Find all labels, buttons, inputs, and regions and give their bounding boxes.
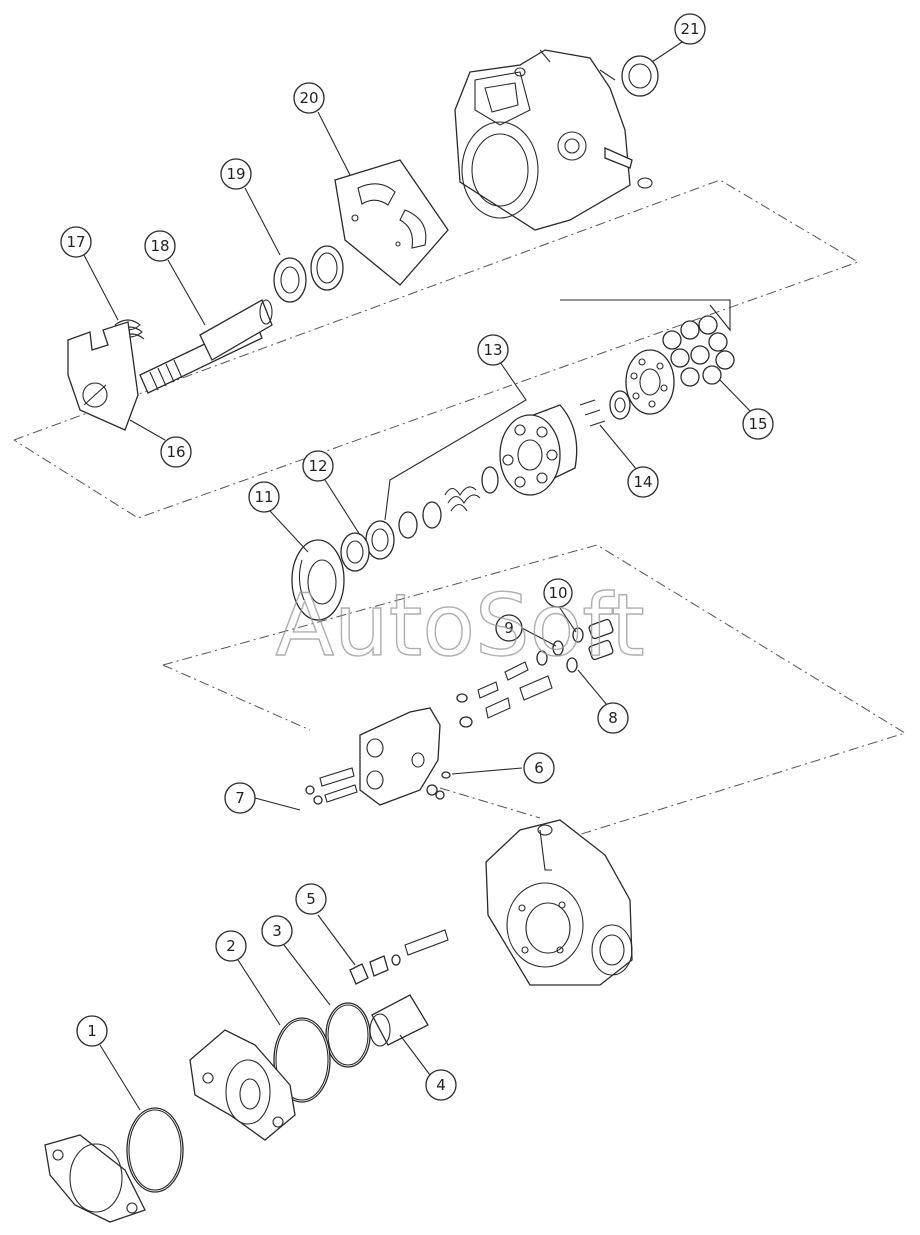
callout-7-label: 7 [235, 789, 245, 807]
assembly-guides [13, 179, 907, 861]
callout-5-label: 5 [306, 890, 316, 908]
part-tapered-bearing [273, 245, 344, 303]
callout-18-label: 18 [150, 237, 169, 255]
upper-assembly-guide [13, 179, 860, 519]
callout-13: 13 [477, 334, 509, 366]
callout-11-label: 11 [254, 488, 273, 506]
callout-8-label: 8 [608, 709, 618, 727]
callout-11: 11 [248, 481, 280, 513]
part-oring-1 [126, 1107, 184, 1193]
part-control-valves [536, 618, 614, 673]
callout-16-label: 16 [166, 443, 185, 461]
part-shaft-bearing [340, 520, 395, 572]
part-seal [621, 55, 659, 97]
part-retainer-plate [625, 349, 675, 415]
callout-8: 8 [597, 702, 629, 734]
leader-lines [83, 41, 753, 1111]
part-piston-set [662, 315, 735, 387]
part-valve-plate [291, 539, 345, 621]
part-gasket [44, 1134, 146, 1223]
part-drive-shaft [139, 299, 273, 394]
callout-9-label: 9 [504, 619, 514, 637]
callout-1-label: 1 [87, 1022, 97, 1040]
part-valve-body [305, 707, 451, 806]
callout-14-label: 14 [633, 473, 652, 491]
part-swash-bracket [67, 321, 139, 431]
part-lower-housing [485, 819, 633, 986]
callout-7: 7 [224, 782, 256, 814]
part-upper-housing [454, 49, 653, 231]
callout-17: 17 [60, 226, 92, 258]
part-spherical-washer [609, 390, 631, 420]
callout-3-label: 3 [272, 922, 282, 940]
callout-19: 19 [220, 158, 252, 190]
callout-4: 4 [425, 1069, 457, 1101]
callout-3: 3 [261, 915, 293, 947]
lower-guide-left [162, 664, 311, 731]
callout-21: 21 [674, 13, 706, 45]
part-sleeve [369, 994, 429, 1047]
callout-13-label: 13 [483, 341, 502, 359]
callout-2: 2 [215, 930, 247, 962]
callout-20-label: 20 [299, 89, 318, 107]
callout-10-label: 10 [548, 584, 567, 602]
callout-17-label: 17 [66, 233, 85, 251]
callout-12: 12 [302, 450, 334, 482]
callout-6: 6 [523, 752, 555, 784]
callout-20: 20 [293, 82, 325, 114]
callout-21-label: 21 [680, 20, 699, 38]
callout-14: 14 [627, 466, 659, 498]
part-oring-2 [273, 1017, 331, 1103]
lower-assembly-guide [162, 544, 907, 861]
callout-2-label: 2 [226, 937, 236, 955]
callout-12-label: 12 [308, 457, 327, 475]
callout-16: 16 [160, 436, 192, 468]
part-oring-3 [325, 1002, 371, 1068]
part-bearing-plate [334, 159, 449, 286]
valve-to-housing-guide [439, 787, 541, 819]
callout-18: 18 [144, 230, 176, 262]
callout-4-label: 4 [436, 1076, 446, 1094]
part-relief-fitting [349, 929, 449, 985]
watermark-text: AutoSoft [275, 576, 644, 676]
callout-10: 10 [543, 578, 573, 608]
part-cylinder-block [499, 404, 578, 496]
part-pins [579, 399, 606, 427]
callout-6-label: 6 [534, 759, 544, 777]
part-end-cover [189, 1029, 296, 1141]
callout-15-label: 15 [748, 415, 767, 433]
callout-1: 1 [76, 1015, 108, 1047]
callout-5: 5 [295, 883, 327, 915]
part-valve-springs [456, 661, 553, 728]
callout-19-label: 19 [226, 165, 245, 183]
callout-15: 15 [742, 408, 774, 440]
part-block-spring [398, 466, 499, 539]
callout-9: 9 [495, 614, 523, 642]
